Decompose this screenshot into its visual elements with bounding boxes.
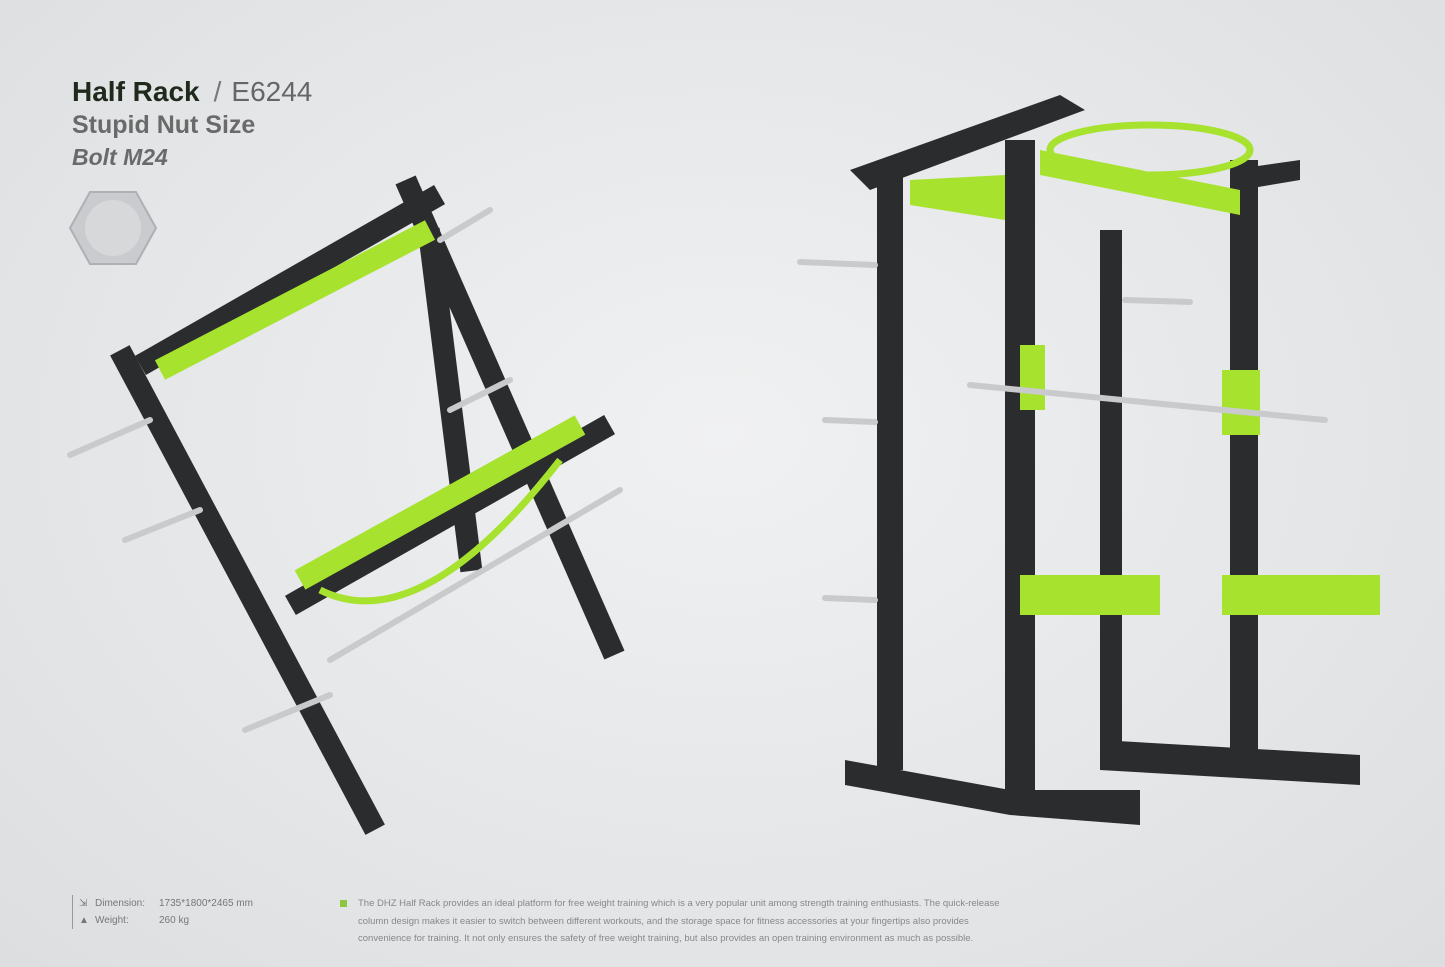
product-name: Half Rack xyxy=(72,76,200,107)
front-view-rack-image xyxy=(797,95,1380,825)
weight-icon: ▲ xyxy=(79,915,89,926)
spec-value: 1735*1800*2465 mm xyxy=(159,898,253,909)
subtitle: Stupid Nut Size xyxy=(72,111,256,139)
spec-value: 260 kg xyxy=(159,915,190,926)
description-text: The DHZ Half Rack provides an ideal plat… xyxy=(358,898,1000,944)
spec-weight: ▲ Weight: 260 kg xyxy=(79,912,253,929)
bolt-size: Bolt M24 xyxy=(72,144,168,170)
page-title: Half Rack / E6244 xyxy=(72,76,312,108)
spec-label: Weight: xyxy=(95,915,129,926)
hex-nut-icon xyxy=(68,191,158,265)
dimension-icon: ⇲ xyxy=(79,898,88,909)
model-code: E6244 xyxy=(231,76,313,107)
spec-dimension: ⇲ Dimension: 1735*1800*2465 mm xyxy=(79,895,253,912)
spec-list: ⇲ Dimension: 1735*1800*2465 mm ▲ Weight: 260… xyxy=(72,895,253,929)
bullet-square-icon xyxy=(340,900,347,907)
spec-label: Dimension: xyxy=(95,898,146,909)
product-renders xyxy=(67,95,1380,835)
top-view-rack-image xyxy=(67,175,625,835)
title-separator: / xyxy=(213,76,222,107)
product-description: The DHZ Half Rack provides an ideal plat… xyxy=(340,895,1020,948)
